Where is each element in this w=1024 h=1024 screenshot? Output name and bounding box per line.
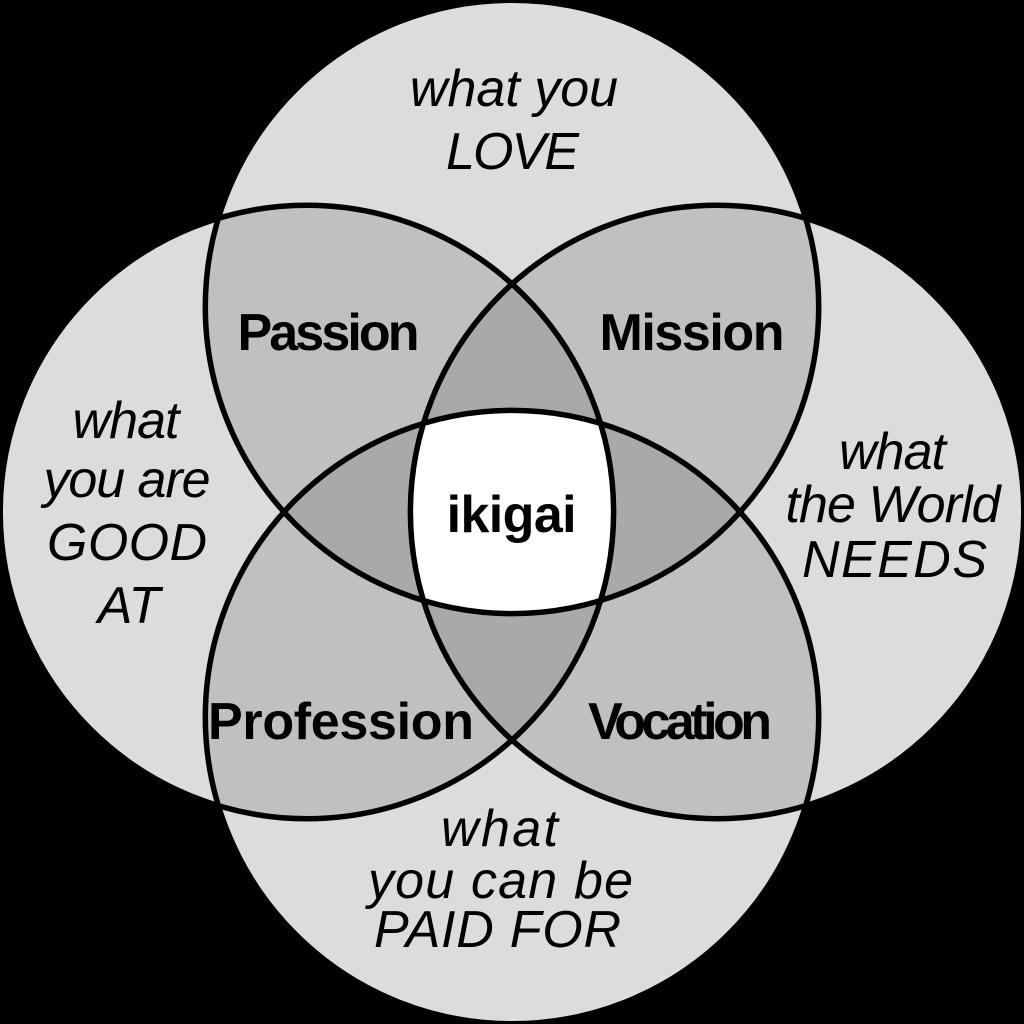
svg-text:PAID FOR: PAID FOR	[374, 901, 621, 959]
svg-text:Mission: Mission	[600, 304, 785, 362]
svg-text:you can be: you can be	[365, 852, 633, 910]
svg-text:you are: you are	[41, 451, 211, 509]
svg-text:Profession: Profession	[208, 693, 474, 751]
svg-text:AT: AT	[95, 577, 164, 635]
svg-text:Vocation: Vocation	[588, 693, 772, 751]
svg-text:what: what	[839, 423, 949, 481]
svg-text:LOVE: LOVE	[446, 123, 580, 181]
svg-text:what: what	[73, 392, 183, 450]
svg-text:the World: the World	[786, 476, 1003, 534]
svg-text:what you: what you	[410, 60, 618, 118]
svg-text:GOOD: GOOD	[47, 514, 207, 572]
svg-text:Passion: Passion	[238, 304, 420, 362]
svg-text:what: what	[441, 800, 561, 858]
svg-text:NEEDS: NEEDS	[802, 531, 987, 589]
svg-text:ikigai: ikigai	[447, 486, 577, 544]
